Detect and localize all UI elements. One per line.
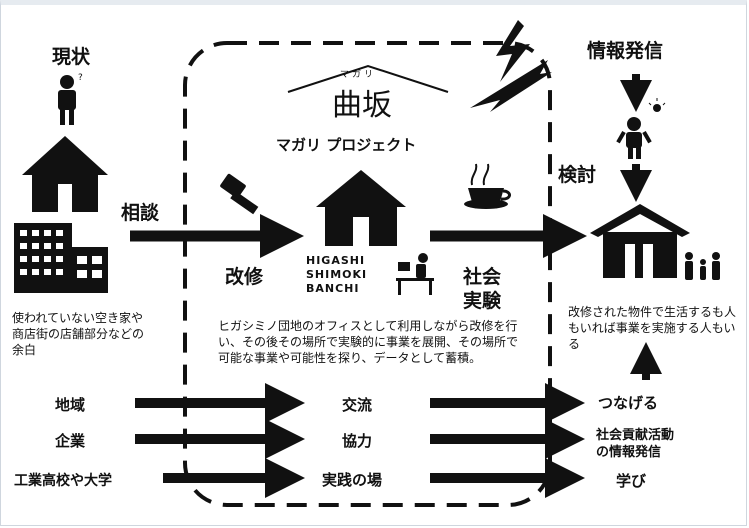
logo-text: 曲坂 [332,88,392,123]
center-description: ヒガシミノ団地のオフィスとして利用しながら改修を行い、その後その場所で実験的に事… [218,319,519,365]
experiment-label: 実験 [463,290,502,312]
office-sign-block [303,252,387,298]
renovated-house-icon [590,204,690,278]
family-icon [685,252,720,280]
office-sign-line: HIGASHI [306,254,366,267]
left-description: 使われていない空き家や商店街の店舗部分などの余白 [12,311,145,357]
office-sign-line: SHIMOKI [306,268,368,281]
renovation-label: 改修 [225,266,264,288]
desk-worker-icon [396,253,434,295]
lightning-icon [470,20,552,112]
magari-logo [287,64,449,93]
row-result-learning: 学び [616,472,647,490]
project-office-house-icon [316,170,406,246]
hammer-icon [220,173,259,215]
social-label: 社会 [463,266,502,288]
right-description: 改修された物件で生活するも人もいれば事業を実施する人もいる [568,305,737,351]
row-source-company: 企業 [55,432,86,450]
office-sign-line: BANCHI [306,282,360,295]
info-sharing-label: 情報発信 [587,40,664,62]
row-result-connect: つなげる [598,394,659,412]
logo-reading: マガリ [340,70,377,80]
current-state-label: 現状 [52,46,91,68]
svg-text:?: ? [78,73,83,83]
coffee-cup-icon [464,163,511,209]
project-boundary [183,41,552,507]
idea-person-icon [616,117,652,159]
row-middle-exchange: 交流 [342,396,373,414]
project-title: マガリ プロジェクト [276,136,417,154]
row-middle-practice: 実践の場 [322,471,383,489]
office-sign: HIGASHI SHIMOKI BANCHI [306,254,386,296]
row-result-csr-line2: の情報発信 [596,445,662,460]
consult-label: 相談 [121,202,160,224]
thinking-person-icon: ? [58,73,83,125]
lightbulb-icon [648,98,666,112]
row-source-region: 地域 [55,396,86,414]
shopping-street-buildings-icon [14,223,108,293]
row-middle-cooperation: 協力 [342,432,373,450]
row-result-csr-line1: 社会貢献活動 [596,428,675,443]
vacant-house-icon [22,136,108,212]
study-label: 検討 [558,164,597,186]
row-source-schools: 工業高校や大学 [14,473,112,489]
